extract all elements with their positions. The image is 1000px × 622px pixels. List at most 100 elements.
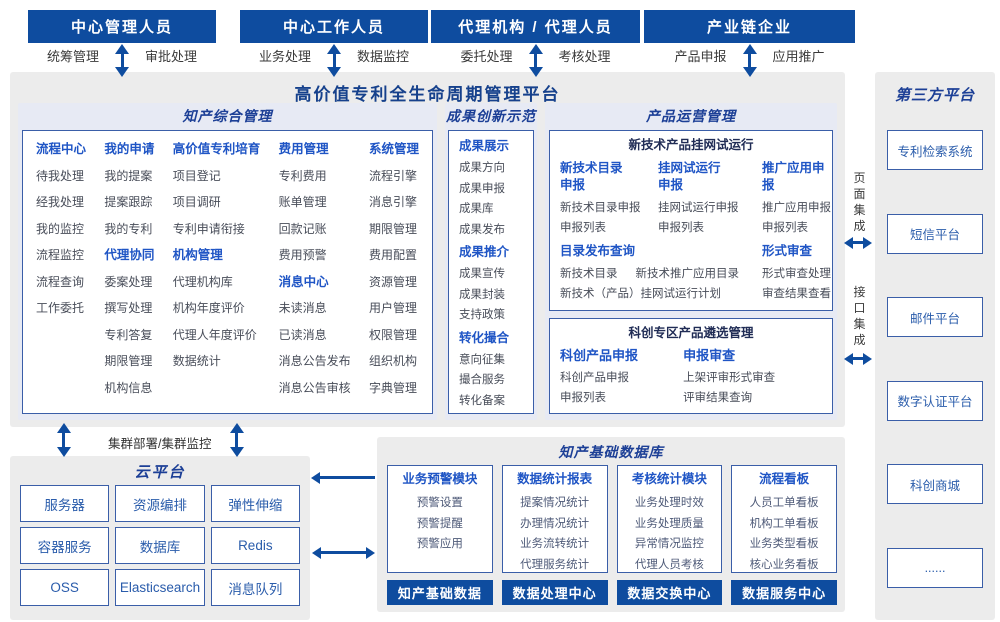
platform-container: 高价值专利全生命周期管理平台 知产综合管理 流程中心 待我处理经我处理我的监控流… — [10, 72, 845, 427]
db-module: 流程看板 人员工单看板机构工单看板业务类型看板核心业务看板 数据服务中心 — [731, 465, 837, 605]
menu-group-items: 业务处理时效业务处理质量异常情况监控代理人员考核 — [618, 493, 722, 575]
menu-item: 新技术（产品）挂网试运行计划 — [560, 288, 721, 300]
menu-item: 数据统计 — [172, 354, 221, 368]
db-module-box: 业务预警模块 预警设置预警提醒预警应用 — [387, 465, 493, 573]
cloud-service-box: 服务器 — [20, 485, 110, 522]
menu-group-header: 挂网试运行 申报 — [658, 161, 721, 192]
menu-item: 核心业务看板 — [749, 558, 819, 571]
actor-right-label: 数据监控 — [357, 49, 410, 64]
menu-group-header: 流程中心 — [36, 142, 87, 156]
menu-group-header: 科创产品申报 — [560, 348, 639, 363]
actor-title: 中心工作人员 — [240, 10, 428, 43]
ip-management-box: 流程中心 待我处理经我处理我的监控流程监控流程查询工作委托 我的申请 我的提案提… — [22, 130, 433, 414]
section-achievements: 成果创新示范 成果展示 成果方向成果申报成果库成果发布 成果推介 成果宣传成果封… — [445, 103, 537, 420]
menu-item: 权限管理 — [368, 327, 417, 342]
menu-item: 回款记账 — [278, 221, 327, 236]
menu-group: 新技术目录 申报 新技术目录申报申报列表 — [560, 155, 656, 238]
menu-item: 期限管理 — [368, 221, 417, 236]
db-module-box: 考核统计模块 业务处理时效业务处理质量异常情况监控代理人员考核 — [616, 465, 723, 575]
menu-item: 新技术目录申报 — [560, 202, 641, 214]
menu-item: 专利申请衔接 — [172, 221, 245, 236]
actor-right-label: 审批处理 — [145, 49, 198, 64]
menu-item: 上架评审形式审查 — [683, 372, 776, 384]
actor-title: 代理机构 / 代理人员 — [431, 10, 640, 43]
menu-item: 机构年度评价 — [172, 301, 245, 315]
menu-item: 用户管理 — [368, 301, 417, 315]
double-vertical-arrow-icon — [62, 433, 65, 447]
actor-labels: 统筹管理 审批处理 — [28, 48, 216, 65]
db-banner: 知产基础数据 — [387, 580, 493, 605]
actor-group: 产业链企业 产品申报 应用推广 — [644, 10, 855, 67]
double-horizontal-arrow-icon — [853, 241, 863, 244]
menu-item: 我的专利 — [104, 221, 153, 236]
menu-group: 申报审查 上架评审形式审查评审结果查询 — [683, 342, 775, 408]
cloud-service-box: OSS — [20, 569, 110, 606]
menu-group-items: 代理机构库机构年度评价代理人年度评价数据统计 — [173, 269, 261, 375]
menu-group-items: 新技术目录申报申报列表 — [560, 198, 656, 238]
menu-item: 科创产品申报 — [560, 372, 629, 384]
menu-item: 新技术目录 — [560, 268, 618, 280]
menu-group-items: 意向征集撮合服务转化备案 — [459, 350, 533, 412]
menu-group-header: 业务预警模块 — [402, 472, 478, 486]
menu-group-items: 待我处理经我处理我的监控流程监控流程查询工作委托 — [36, 163, 86, 322]
box-title: 新技术产品挂网试运行 — [628, 138, 754, 152]
menu-group: 推广应用申报 推广应用申报申报列表 — [762, 155, 831, 238]
menu-item: 提案跟踪 — [104, 195, 153, 209]
third-party-box: 数字认证平台 — [887, 380, 983, 421]
section-title: 成果创新示范 — [446, 108, 536, 124]
menu-item: 我的提案 — [104, 168, 153, 183]
menu-group-items: 上架评审形式审查评审结果查询 — [683, 368, 775, 408]
menu-item: 撰写处理 — [104, 301, 153, 315]
third-party-box: ...... — [887, 547, 983, 588]
menu-item: 审查结果查看 — [762, 288, 831, 300]
cluster-label: 集群部署/集群监控 — [108, 437, 212, 451]
menu-item: 转化备案 — [459, 394, 505, 407]
menu-group: 科创产品申报 科创产品申报申报列表 — [560, 342, 683, 408]
menu-column: 系统管理 流程引擎消息引擎期限管理费用配置资源管理用户管理权限管理组织机构字典管… — [369, 136, 419, 401]
menu-item: 意向征集 — [459, 353, 505, 366]
menu-item: 申报列表 — [560, 392, 606, 404]
menu-group-header: 考核统计模块 — [631, 472, 707, 486]
menu-item: 流程引擎 — [368, 168, 417, 183]
third-party-box: 邮件平台 — [887, 297, 983, 338]
menu-item: 异常情况监控 — [634, 538, 704, 550]
menu-item: 形式审查处理 — [762, 268, 831, 280]
achievements-box: 成果展示 成果方向成果申报成果库成果发布 成果推介 成果宣传成果封装支持政策 转… — [448, 130, 534, 414]
menu-item: 代理服务统计 — [520, 558, 590, 571]
cloud-service-box: Redis — [210, 527, 300, 564]
actor-group: 中心工作人员 业务处理 数据监控 — [240, 10, 428, 67]
menu-group: 挂网试运行 申报 挂网试运行申报申报列表 — [658, 155, 760, 238]
actor-labels: 业务处理 数据监控 — [240, 48, 428, 65]
menu-group-items: 提案情况统计办理情况统计业务流转统计代理服务统计 — [503, 493, 607, 575]
menu-item: 推广应用申报 — [762, 202, 831, 214]
ip-database-panel: 知产基础数据库 业务预警模块 预警设置预警提醒预警应用 知产基础数据 数据统计报… — [377, 437, 845, 612]
section-product-operations: 产品运营管理 新技术产品挂网试运行 新技术目录 申报 新技术目录申报申报列表 挂… — [545, 103, 837, 420]
menu-item: 我的监控 — [36, 221, 85, 236]
cloud-service-box: 弹性伸缩 — [210, 485, 300, 522]
menu-item: 业务处理时效 — [634, 497, 704, 509]
third-party-title: 第三方平台 — [894, 87, 975, 104]
menu-item: 业务类型看板 — [749, 538, 819, 550]
ip-database-title: 知产基础数据库 — [558, 444, 664, 460]
third-party-panel: 第三方平台 专利检索系统短信平台邮件平台数字认证平台科创商城...... — [875, 72, 995, 620]
double-vertical-arrow-icon — [534, 54, 537, 67]
menu-group-header: 成果推介 — [459, 245, 510, 259]
menu-group-header: 我的申请 — [104, 142, 155, 156]
menu-group-items: 挂网试运行申报申报列表 — [658, 198, 760, 238]
menu-item: 人员工单看板 — [749, 497, 819, 509]
menu-item: 项目调研 — [172, 195, 221, 209]
menu-item: 业务流转统计 — [520, 538, 590, 550]
menu-item: 字典管理 — [368, 380, 417, 395]
menu-item: 撮合服务 — [459, 374, 505, 386]
third-party-box: 短信平台 — [887, 213, 983, 254]
menu-group-header: 推广应用申报 — [762, 161, 825, 192]
menu-item: 成果申报 — [459, 182, 505, 195]
menu-item: 机构信息 — [104, 380, 153, 395]
menu-item: 已读消息 — [278, 327, 327, 342]
menu-group-header: 目录发布查询 — [560, 244, 636, 258]
menu-group-items: 我的提案提案跟踪我的专利 — [104, 163, 154, 243]
menu-item: 预警提醒 — [416, 517, 463, 530]
menu-group-items: 成果宣传成果封装支持政策 — [459, 264, 533, 326]
